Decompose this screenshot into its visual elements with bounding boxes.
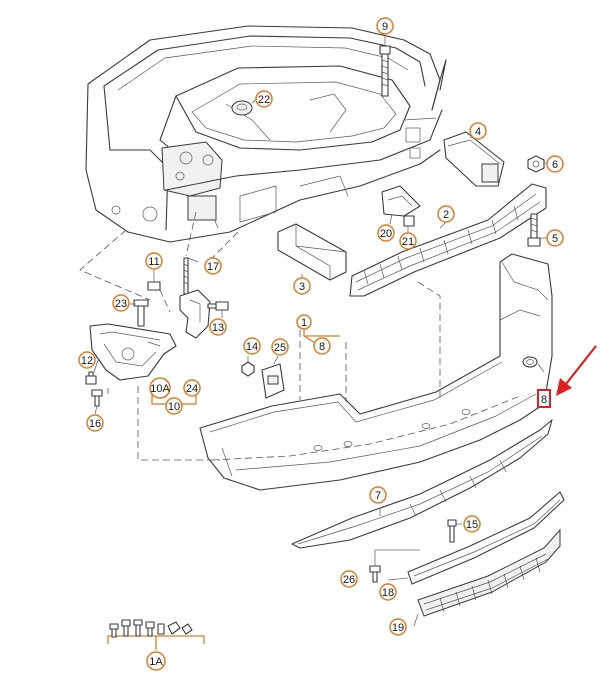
highlight-arrow (556, 345, 597, 396)
trim-strip-7 (291, 419, 553, 549)
callout-5: 5 (546, 229, 564, 247)
small-parts-set-1a (109, 619, 193, 638)
clip-21 (403, 215, 415, 232)
callout-12-label: 12 (81, 355, 93, 367)
bracket-24 (179, 289, 211, 339)
screw-26 (369, 549, 420, 583)
callout-8-highlighted: 8 (537, 389, 551, 408)
callout-16: 16 (86, 414, 104, 432)
callout-10a-label: 10A (150, 383, 170, 395)
callout-21-label: 21 (402, 236, 414, 248)
callout-13-label: 13 (212, 322, 224, 334)
callouts: 9 22 4 6 2 20 21 5 3 11 17 23 13 1 8 14 … (78, 17, 564, 671)
callout-20: 20 (377, 224, 395, 242)
callout-23: 23 (112, 294, 130, 312)
callout-10: 10 (165, 397, 183, 415)
callout-15: 15 (463, 515, 481, 533)
callout-7-label: 7 (375, 490, 381, 502)
callout-8-top: 8 (313, 337, 331, 355)
callout-11: 11 (145, 252, 163, 270)
bolt-11-assembly (147, 270, 161, 291)
callout-19-label: 19 (392, 622, 404, 634)
callout-10a: 10A (149, 377, 171, 399)
impact-bar-2 (349, 183, 547, 297)
callout-20-label: 20 (380, 228, 392, 240)
callout-9-label: 9 (382, 21, 388, 33)
nut-6 (527, 155, 548, 173)
trim-18 (387, 491, 565, 585)
callout-13: 13 (209, 318, 227, 336)
callout-1: 1 (296, 314, 312, 330)
callout-14-label: 14 (246, 341, 258, 353)
callout-18-label: 18 (382, 587, 394, 599)
bumper-cover-8 (199, 253, 553, 491)
callout-8-highlighted-label: 8 (541, 394, 547, 406)
bolt-5 (527, 213, 546, 247)
deformation-element-3 (277, 223, 347, 282)
callout-10-label: 10 (168, 401, 180, 413)
callout-21: 21 (399, 232, 417, 250)
callout-14: 14 (243, 337, 261, 355)
callout-11-label: 11 (148, 256, 159, 268)
callout-17: 17 (204, 257, 222, 275)
callout-24-label: 24 (186, 383, 198, 395)
callout-3: 3 (293, 277, 311, 295)
callout-1a: 1A (146, 651, 166, 671)
callout-18: 18 (379, 583, 397, 601)
screw-12 (85, 359, 99, 385)
callout-4: 4 (469, 122, 487, 140)
callout-6: 6 (546, 155, 564, 173)
assembly-lines (79, 211, 441, 461)
callout-9: 9 (376, 17, 394, 35)
screw-15 (447, 519, 462, 543)
callout-24: 24 (183, 379, 201, 397)
callout-4-label: 4 (475, 126, 481, 138)
callout-1-label: 1 (301, 317, 307, 329)
bolt-9 (379, 34, 391, 97)
callout-17-label: 17 (207, 261, 219, 273)
nut-14 (241, 356, 255, 377)
callout-7: 7 (369, 486, 387, 504)
callout-6-label: 6 (552, 159, 558, 171)
grille-19 (413, 528, 561, 627)
guide-bracket-10 (89, 323, 177, 381)
callout-2: 2 (437, 205, 455, 223)
callout-22: 22 (255, 90, 273, 108)
callout-8-top-label: 8 (319, 341, 325, 353)
vehicle-rear-body (85, 25, 447, 243)
callout-26: 26 (340, 570, 358, 588)
callout-15-label: 15 (466, 519, 478, 531)
callout-19: 19 (389, 618, 407, 636)
callout-2-label: 2 (443, 209, 449, 221)
grommet-22 (231, 99, 257, 116)
callout-22-label: 22 (258, 94, 270, 106)
callout-26-label: 26 (343, 574, 355, 586)
callout-25-label: 25 (274, 342, 286, 354)
callout-25: 25 (271, 338, 289, 356)
bracket-4 (443, 131, 505, 187)
screw-16 (91, 389, 103, 415)
callout-16-label: 16 (89, 418, 101, 430)
callout-5-label: 5 (552, 233, 558, 245)
screw-13 (207, 301, 229, 318)
bracket-25 (261, 355, 285, 399)
callout-3-label: 3 (299, 281, 305, 293)
stud-17 (183, 257, 199, 295)
bracket-20 (381, 185, 421, 225)
callout-1a-label: 1A (149, 656, 163, 668)
bolt-23 (130, 299, 149, 327)
callout-12: 12 (78, 351, 96, 369)
callout-23-label: 23 (115, 298, 127, 310)
